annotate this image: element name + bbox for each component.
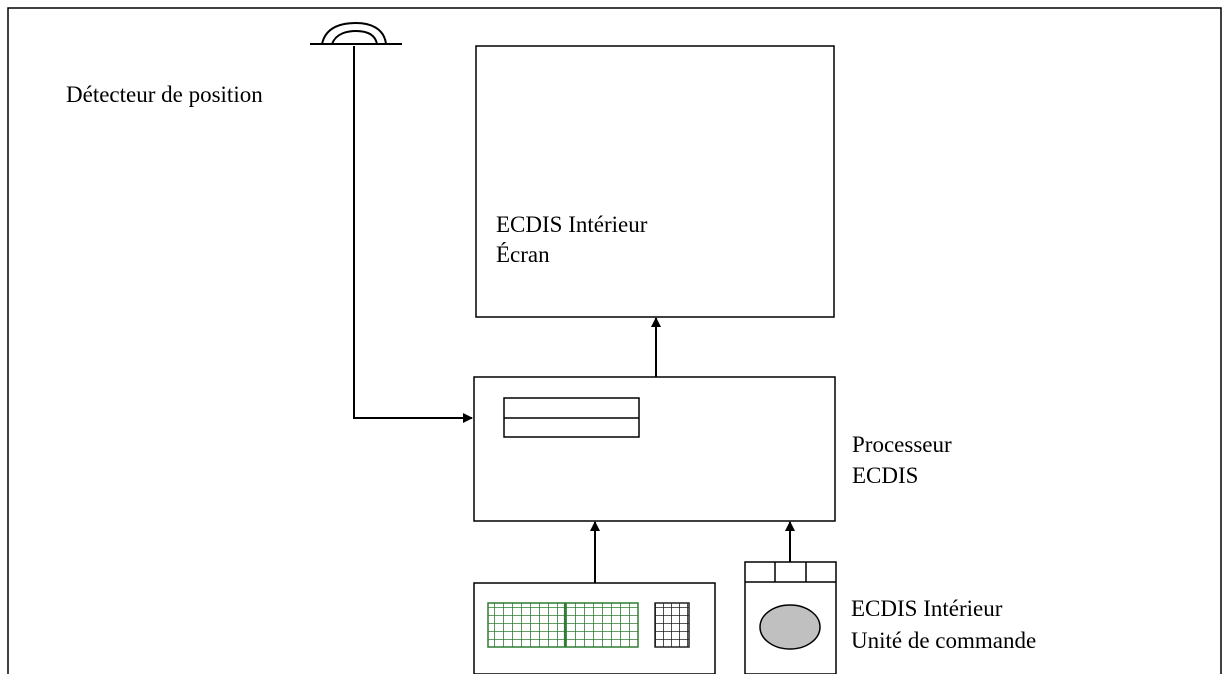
antenna-icon — [310, 21, 402, 45]
processor-label-line2: ECDIS — [852, 463, 919, 488]
screen-label-line2: Écran — [496, 242, 550, 267]
processor-drive-slot — [503, 397, 640, 438]
screen-box — [475, 45, 835, 318]
sensor-connection-line — [353, 46, 473, 423]
screen-label-line1: ECDIS Intérieur — [496, 212, 648, 237]
processor-label-line1: Processeur — [852, 432, 952, 457]
processor-box — [473, 376, 836, 522]
control-unit-label-line2: Unité de commande — [851, 628, 1037, 653]
outer-frame — [7, 7, 1222, 674]
control-unit-label-line1: ECDIS Intérieur — [851, 596, 1003, 621]
position-sensor-label: Détecteur de position — [66, 82, 263, 107]
trackball-icon — [744, 561, 837, 674]
keyboard-icon — [473, 582, 716, 674]
